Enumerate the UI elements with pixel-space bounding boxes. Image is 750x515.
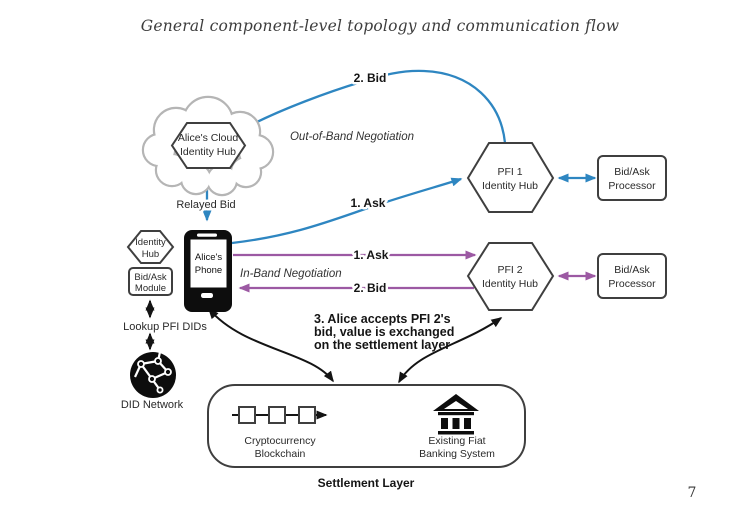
figure-title: General component-level topology and com… [141,17,620,35]
label-bid-top: 2. Bid [354,71,387,85]
bid-ask-module-node: Bid/Ask Module [128,267,173,296]
did-network-icon [130,351,176,398]
fiat-banking-label-1: Existing Fiat [428,435,485,447]
label-in-band: In-Band Negotiation [240,268,342,280]
note-line-2: bid, value is exchanged [314,325,454,339]
note-line-3: on the settlement layer [314,338,450,352]
cloud-hub-label-1: Alice's Cloud [178,132,239,144]
pfi2-label-1: PFI 2 [497,264,522,276]
pfi1-label-2: Identity Hub [482,180,538,192]
phone-speaker [197,233,217,237]
processor1-box [597,155,667,201]
cloud-identity-hub-node: Alice's Cloud Identity Hub [141,95,275,197]
phone-label-2: Phone [195,265,222,276]
processor2-node: Bid/Ask Processor [597,253,667,299]
bid-ask-module-label-2: Module [135,283,166,294]
blockchain-label-1: Cryptocurrency [244,435,316,447]
edge-bid-out-of-band [247,69,507,144]
pfi2-hexagon [466,242,555,311]
processor2-box [597,253,667,299]
processor1-label-2: Processor [608,180,656,192]
edge-phone-settlement [208,307,334,383]
phone-identity-hub-node: Identity Hub [126,230,175,264]
page-number: 7 [688,485,697,501]
processor1-node: Bid/Ask Processor [597,155,667,201]
processor2-label-2: Processor [608,278,656,290]
identity-hub-label-1: Identity [135,237,166,248]
label-ask-oob: 1. Ask [351,196,386,210]
phone-label-1: Alice's [195,252,222,263]
did-network-node: DID Network [121,351,184,411]
pfi1-hexagon [466,142,555,213]
pfi2-node: PFI 2 Identity Hub [466,242,555,311]
edge-settlement-pfi2 [398,317,503,384]
bid-ask-module-box [128,267,173,296]
label-ask-inband: 1. Ask [354,248,389,262]
identity-hub-label-2: Hub [142,249,159,260]
pfi1-node: PFI 1 Identity Hub [466,142,555,213]
note-line-1: 3. Alice accepts PFI 2's [314,312,451,326]
blockchain-icon [232,406,328,424]
identity-hub-hexagon [126,230,175,264]
phone-screen [190,239,227,288]
alices-phone-node: Alice's Phone [184,230,232,312]
settlement-layer-node: Cryptocurrency Blockchain Existing Fiat … [207,384,526,468]
edge-ask-out-of-band [231,177,463,245]
label-relayed-bid: Relayed Bid [176,199,235,211]
cloud-hub-label-2: Identity Hub [180,146,236,158]
label-out-of-band: Out-of-Band Negotiation [290,131,414,143]
settlement-layer-caption: Settlement Layer [318,476,415,490]
label-bid-inband: 2. Bid [354,281,387,295]
pfi1-label-1: PFI 1 [497,166,522,178]
label-lookup-pfi-dids: Lookup PFI DIDs [123,321,207,333]
processor2-label-1: Bid/Ask [614,264,650,276]
did-network-label: DID Network [121,399,184,411]
bank-icon [433,394,479,435]
phone-home-button [201,293,213,298]
fiat-banking-label-2: Banking System [419,448,495,460]
cloud-hub-hexagon [170,122,247,169]
processor1-label-1: Bid/Ask [614,166,650,178]
blockchain-label-2: Blockchain [255,448,306,460]
pfi2-label-2: Identity Hub [482,278,538,290]
bid-ask-module-label-1: Bid/Ask [134,272,166,283]
